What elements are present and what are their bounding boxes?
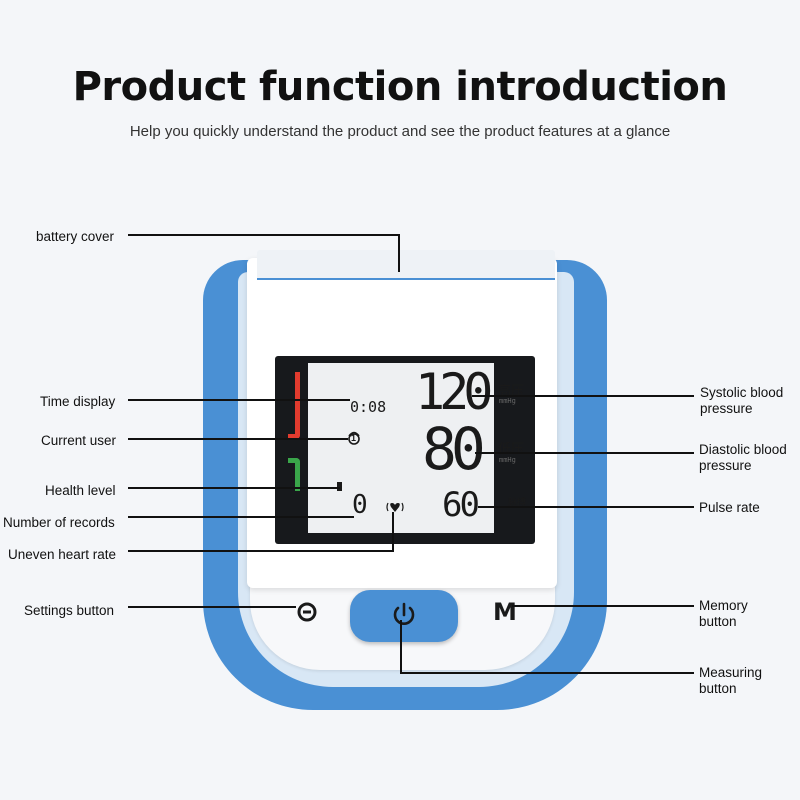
leader-records (128, 516, 354, 518)
battery-cover[interactable] (257, 250, 555, 280)
pulse-readout: 60 (442, 485, 480, 525)
diastolic-readout: 80 (422, 415, 486, 483)
leader-time (128, 399, 350, 401)
user-icon: 1 (346, 429, 362, 445)
battery-cover-seam (257, 278, 555, 280)
label-diastolic: Diastolic blood pressure (699, 442, 787, 473)
label-current-user: Current user (41, 433, 117, 448)
leader-heart-v (392, 512, 394, 552)
leader-memory (512, 605, 694, 607)
health-bar-red (288, 372, 300, 439)
memory-button[interactable]: M (493, 598, 517, 626)
diastolic-unit: mmHg (499, 456, 516, 464)
label-memory-button: Memory button (699, 598, 748, 629)
pulse-tag: 脉搏 (508, 498, 527, 508)
label-measuring-button: Measuring button (699, 665, 763, 696)
leader-settings (128, 606, 296, 608)
label-battery-cover: battery cover (36, 229, 115, 244)
leader-measure-h (400, 672, 694, 674)
leader-pulse (478, 506, 694, 508)
label-systolic: Systolic blood pressure (700, 385, 784, 416)
leader-user (128, 438, 348, 440)
leader-systolic (472, 395, 694, 397)
diastolic-tag: 低压 (498, 442, 525, 457)
page-title: Product function introduction (72, 64, 728, 110)
leader-health (128, 487, 340, 489)
leader-measure-v (400, 620, 402, 673)
page-subtitle: Help you quickly understand the product … (129, 123, 671, 140)
systolic-readout: 120 (415, 363, 493, 421)
time-readout: 0:08 (350, 398, 387, 416)
settings-button[interactable] (296, 601, 318, 623)
user-number: 1 (351, 433, 357, 443)
leader-battery-v (398, 234, 400, 272)
label-health-level: Health level (45, 483, 116, 498)
label-uneven-heart-rate: Uneven heart rate (8, 547, 117, 562)
leader-diastolic (475, 452, 694, 454)
health-bar-green (288, 458, 300, 491)
leader-heart-h (128, 550, 394, 552)
health-level-marker (337, 482, 342, 491)
label-number-of-records: Number of records (3, 515, 115, 530)
label-settings-button: Settings button (24, 603, 115, 618)
lcd-screen (308, 363, 494, 533)
records-readout: 0 (352, 490, 368, 520)
label-time-display: Time display (40, 394, 116, 409)
leader-battery-h (128, 234, 400, 236)
power-icon (391, 600, 417, 628)
label-pulse-rate: Pulse rate (699, 500, 760, 515)
systolic-unit: mmHg (499, 397, 516, 405)
irregular-heartbeat-icon (386, 500, 404, 514)
